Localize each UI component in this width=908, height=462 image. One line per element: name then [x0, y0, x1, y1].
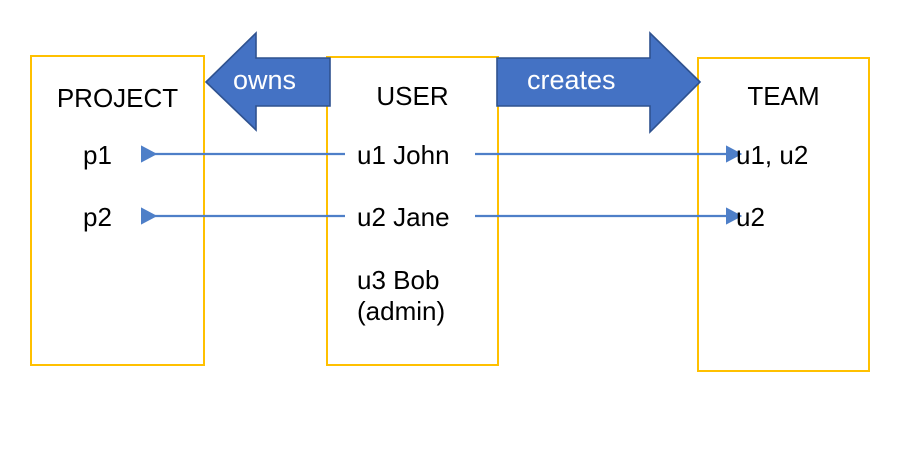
entity-row-user-u2: u2 Jane: [357, 202, 450, 232]
entity-title-team: TEAM: [747, 81, 820, 111]
entity-box-user[interactable]: [326, 56, 499, 366]
entity-row-team-row1: u1, u2: [736, 140, 809, 170]
relationship-label-owns: owns: [233, 65, 297, 95]
entity-title-user: USER: [376, 81, 449, 111]
entity-box-team[interactable]: [697, 57, 870, 372]
entity-row-user-u3: u3 Bob (admin): [357, 265, 446, 326]
entity-row-project-p2: p2: [83, 202, 112, 232]
relationship-label-creates: creates: [527, 65, 616, 95]
entity-row-user-u1: u1 John: [357, 140, 450, 170]
entity-title-project: PROJECT: [56, 83, 179, 113]
entity-box-project[interactable]: [30, 55, 205, 366]
entity-row-team-row2: u2: [736, 202, 765, 232]
entity-row-project-p1: p1: [83, 140, 112, 170]
